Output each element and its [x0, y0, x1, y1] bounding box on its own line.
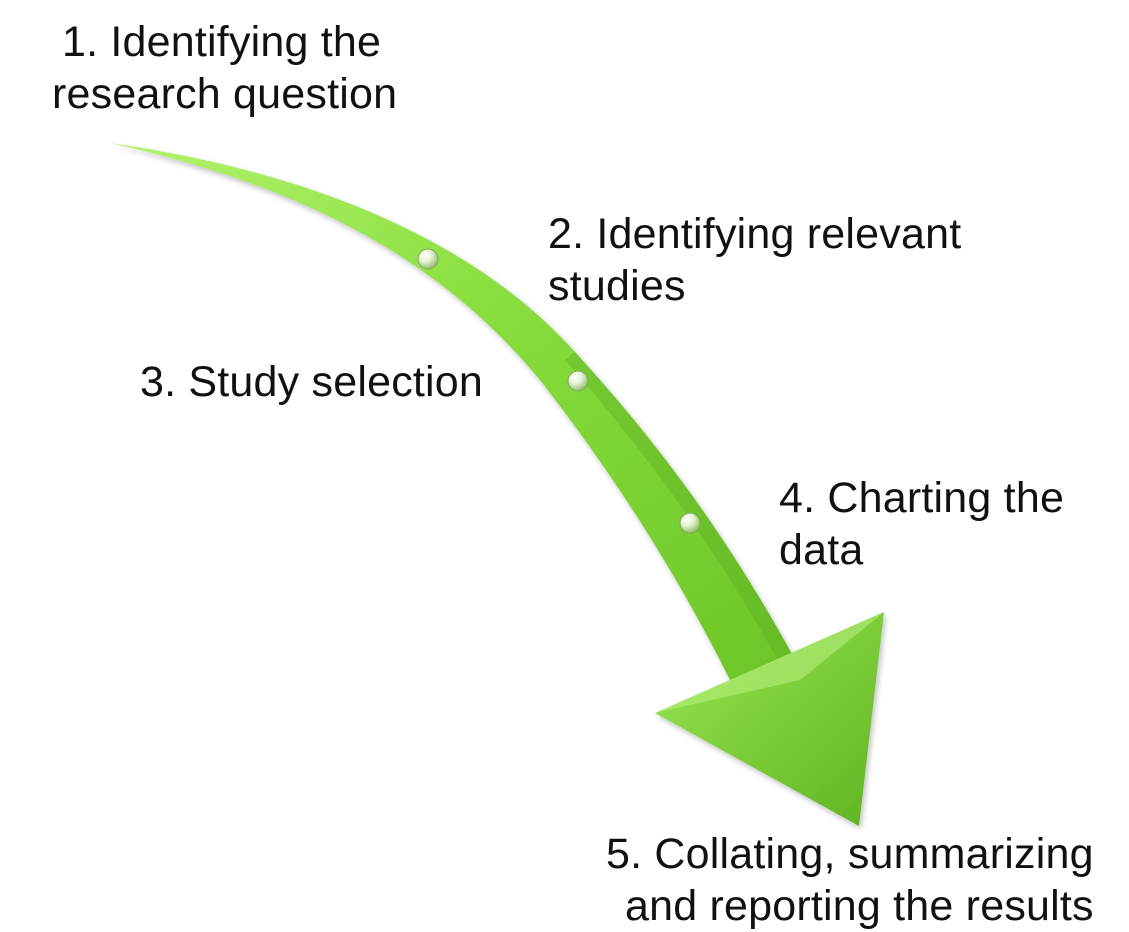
- step-1-line-2: research question: [52, 70, 398, 118]
- step-4-line-1: 4. Charting the: [779, 474, 1065, 522]
- waypoint-bead-3: [679, 512, 701, 534]
- step-1-line-1: 1. Identifying the: [62, 18, 382, 66]
- step-2-line-2: studies: [548, 262, 686, 310]
- arrow-head-highlight: [655, 612, 884, 713]
- waypoint-bead-1: [417, 248, 439, 270]
- step-5-line-2: and reporting the results: [625, 882, 1094, 930]
- step-3-label: 3. Study selection: [140, 356, 483, 408]
- waypoint-bead-2: [567, 370, 589, 392]
- step-5-line-1: 5. Collating, summarizing: [606, 830, 1094, 878]
- arrow-body: [110, 143, 798, 692]
- step-2-line-1: 2. Identifying relevant: [548, 210, 962, 258]
- arrow-head: [655, 612, 884, 826]
- step-5-label: 5. Collating, summarizing and reporting …: [606, 828, 1094, 932]
- step-1-label: 1. Identifying the research question: [52, 16, 397, 120]
- step-3-line-1: 3. Study selection: [140, 358, 484, 406]
- step-4-line-2: data: [779, 526, 864, 574]
- step-4-label: 4. Charting the data: [779, 472, 1064, 576]
- arrow-body-shade: [565, 352, 798, 671]
- step-2-label: 2. Identifying relevant studies: [548, 208, 961, 312]
